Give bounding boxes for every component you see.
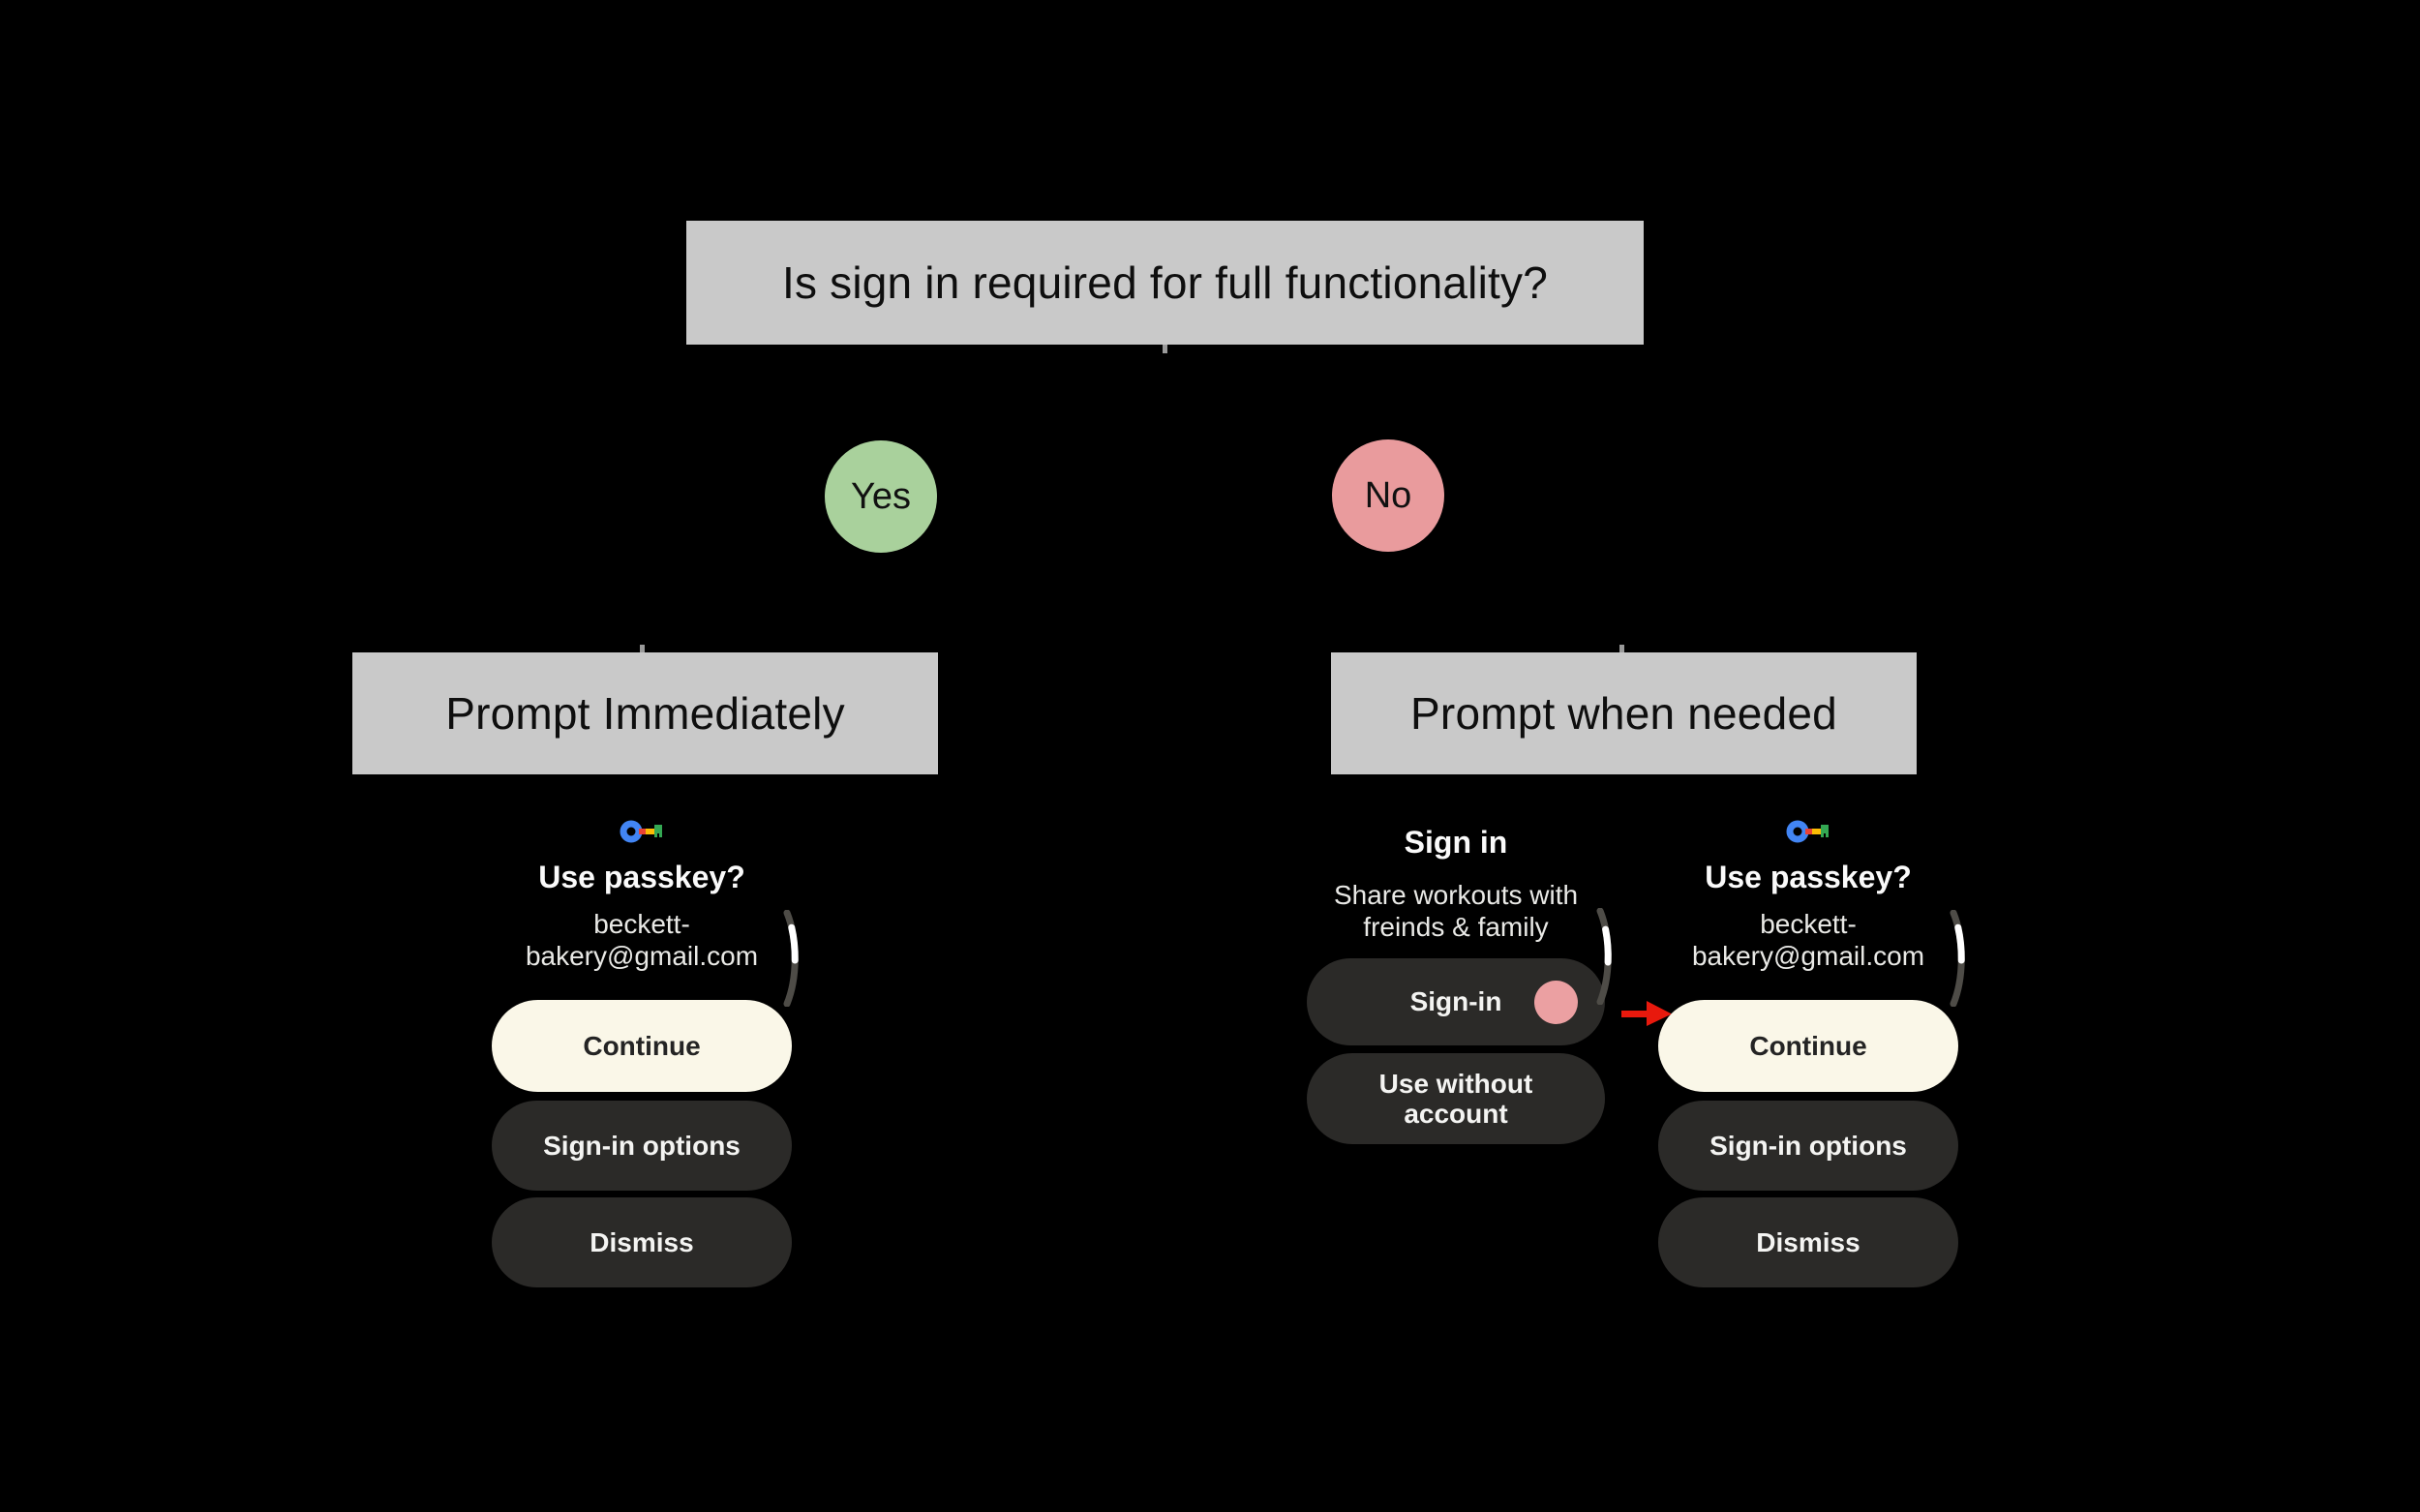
email-line2: bakery@gmail.com <box>525 941 759 971</box>
passkey-email: beckett- bakery@gmail.com <box>526 908 758 972</box>
tap-indicator-dot <box>1534 981 1578 1024</box>
continue-button[interactable]: Continue <box>1658 1000 1958 1092</box>
signin-title: Sign in <box>1404 825 1508 860</box>
passkey-title: Use passkey? <box>1705 860 1912 894</box>
signin-button-label: Sign-in <box>1409 986 1502 1016</box>
signin-button[interactable]: Sign-in <box>1307 958 1605 1045</box>
question-text: Is sign in required for full functionali… <box>781 257 1548 308</box>
signin-subtitle: Share workouts with freinds & family <box>1334 879 1578 943</box>
no-label: No <box>1364 474 1412 516</box>
passkey-key-icon <box>1786 819 1830 844</box>
passkey-title: Use passkey? <box>538 860 745 894</box>
use-without-line2: account <box>1404 1099 1508 1129</box>
passkey-key-icon <box>620 819 664 844</box>
use-without-account-button[interactable]: Use without account <box>1307 1053 1605 1144</box>
subtitle-line2: freinds & family <box>1363 912 1549 942</box>
branch-right-label: Prompt when needed <box>1410 688 1837 739</box>
branch-left-box: Prompt Immediately <box>352 652 938 774</box>
yes-node: Yes <box>825 440 937 553</box>
email-line1: beckett- <box>593 909 690 939</box>
subtitle-line1: Share workouts with <box>1333 880 1579 910</box>
passkey-screen-right: Use passkey? beckett- bakery@gmail.com C… <box>1658 813 1958 1292</box>
dismiss-button[interactable]: Dismiss <box>492 1197 792 1287</box>
dismiss-button[interactable]: Dismiss <box>1658 1197 1958 1287</box>
passkey-email: beckett- bakery@gmail.com <box>1692 908 1924 972</box>
connector-tick <box>1619 645 1624 653</box>
passkey-screen-left: Use passkey? beckett- bakery@gmail.com C… <box>492 813 792 1292</box>
continue-button[interactable]: Continue <box>492 1000 792 1092</box>
scroll-indicator-icon <box>780 910 805 1007</box>
branch-right-box: Prompt when needed <box>1331 652 1917 774</box>
use-without-line1: Use without <box>1378 1069 1533 1099</box>
email-line2: bakery@gmail.com <box>1691 941 1925 971</box>
signin-screen: Sign in Share workouts with freinds & fa… <box>1307 813 1605 1152</box>
no-node: No <box>1332 439 1444 552</box>
connector-tick <box>1163 345 1167 353</box>
scroll-indicator-icon <box>1947 910 1972 1007</box>
question-box: Is sign in required for full functionali… <box>686 221 1644 345</box>
email-line1: beckett- <box>1760 909 1857 939</box>
scroll-indicator-icon <box>1593 908 1618 1005</box>
branch-left-label: Prompt Immediately <box>445 688 845 739</box>
yes-label: Yes <box>851 475 911 517</box>
flow-arrow-icon <box>1620 1000 1673 1027</box>
connector-tick <box>640 645 645 653</box>
signin-options-button[interactable]: Sign-in options <box>492 1101 792 1191</box>
signin-options-button[interactable]: Sign-in options <box>1658 1101 1958 1191</box>
